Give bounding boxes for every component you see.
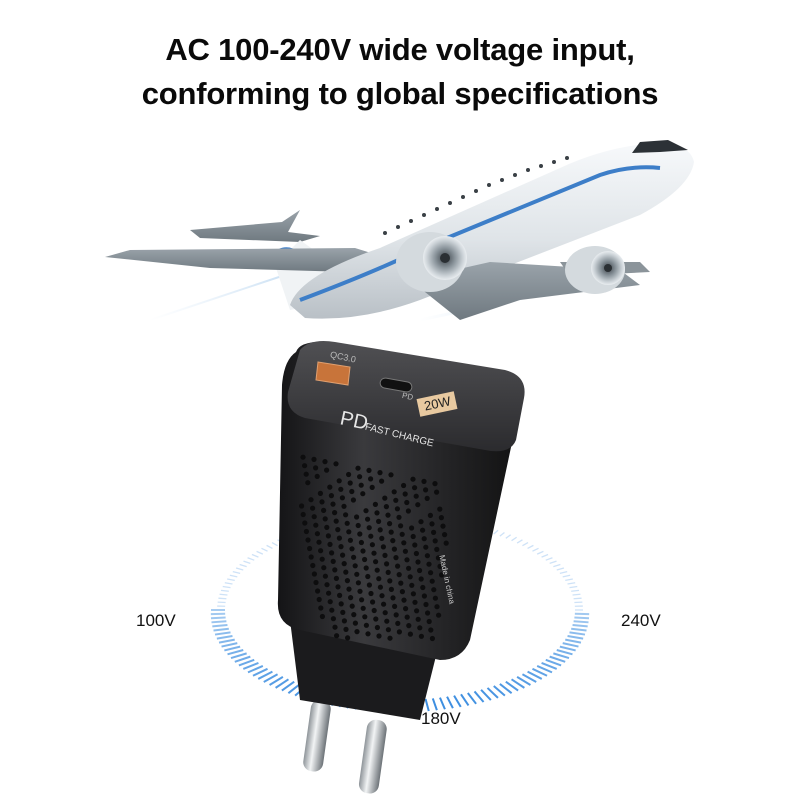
plug-pins <box>303 699 387 794</box>
voltage-label-180v: 180V <box>421 709 461 728</box>
headline-line-2: conforming to global specifications <box>141 76 659 111</box>
headline: AC 100-240V wide voltage input, conformi… <box>0 28 800 116</box>
headline-line-1: AC 100-240V wide voltage input, <box>165 32 635 67</box>
voltage-label-100v: 100V <box>136 611 176 630</box>
voltage-label-240v: 240V <box>621 611 661 630</box>
